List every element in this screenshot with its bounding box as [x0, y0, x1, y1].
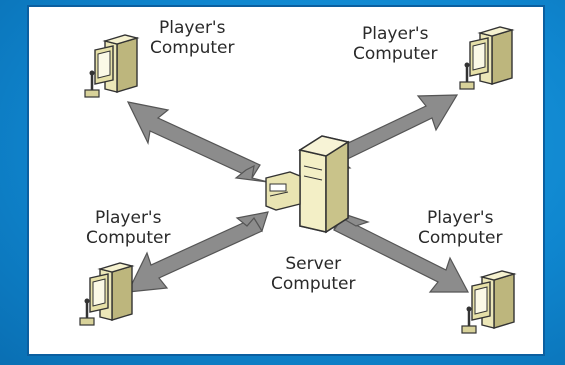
player-computer-icon-3 — [78, 261, 134, 327]
player-computer-icon-1 — [83, 33, 139, 99]
player-computer-icon-4 — [460, 269, 516, 335]
server-computer-icon — [265, 135, 350, 234]
player-computer-icon-2 — [458, 25, 514, 91]
arrow-server-p1 — [126, 101, 269, 183]
arrow-server-p3 — [126, 211, 269, 293]
